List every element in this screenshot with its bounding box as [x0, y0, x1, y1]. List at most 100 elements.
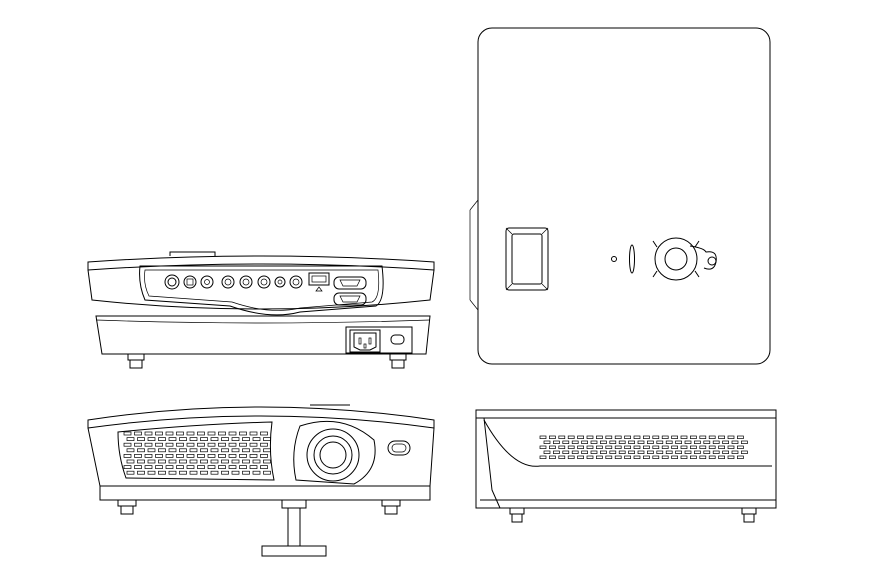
side-vent-slot	[633, 445, 641, 449]
vent-slot	[147, 459, 156, 464]
side-vent-slot	[727, 435, 735, 439]
side-vent-slot	[549, 435, 556, 439]
side-vent-slot	[558, 455, 566, 459]
side-vent-slot	[731, 450, 739, 454]
side-vent-slot	[562, 440, 570, 444]
vent-slot	[168, 459, 177, 464]
vent-slot	[126, 437, 135, 441]
side-vent-slot	[656, 450, 664, 454]
side-vent-slot	[680, 455, 688, 459]
vent-slot	[242, 437, 250, 441]
side-vent-slot	[680, 435, 688, 439]
side-vent-slot	[684, 440, 692, 444]
side-vent-slot	[633, 455, 641, 459]
vent-slot	[249, 454, 258, 458]
vent-slot	[134, 431, 142, 436]
side-vent-slot	[624, 455, 631, 459]
projector-side-view	[475, 409, 777, 523]
vent-slot	[179, 437, 187, 441]
vent-grille-outline	[117, 421, 275, 481]
vent-slot	[155, 442, 163, 447]
vent-slot	[228, 465, 237, 469]
side-vent-slot	[596, 435, 603, 439]
side-vent-slot	[708, 445, 716, 449]
vent-slot	[123, 454, 132, 458]
vent-slot	[168, 437, 177, 441]
vent-slot	[176, 454, 184, 458]
side-vent-slot	[571, 440, 579, 444]
vent-slot	[165, 454, 174, 458]
side-vent-slot	[718, 445, 725, 449]
vent-slot	[134, 454, 142, 458]
side-vent-slot	[539, 455, 547, 459]
side-vent-slot	[567, 455, 575, 459]
vent-slot	[126, 448, 135, 453]
vent-slot	[228, 442, 237, 447]
side-vent-slot	[703, 440, 711, 444]
vent-slot	[189, 459, 198, 464]
projector-rear-view	[87, 251, 435, 369]
side-vent-slot	[553, 450, 560, 454]
vent-slot	[137, 470, 145, 475]
vent-slot	[144, 454, 153, 458]
side-vent-slot	[609, 450, 617, 454]
vent-slot	[197, 465, 205, 469]
vent-slot	[134, 465, 142, 469]
side-vent-slot	[661, 435, 669, 439]
vent-slot	[134, 442, 142, 447]
side-vent-slot	[633, 435, 641, 439]
vent-slot	[263, 448, 271, 453]
vent-slot	[260, 454, 268, 458]
vent-slot	[137, 437, 145, 441]
side-vent-slot	[600, 450, 607, 454]
side-vent-slot	[731, 440, 739, 444]
side-vent-slot	[665, 440, 673, 444]
vent-slot	[126, 459, 135, 464]
vent-slot	[221, 448, 229, 453]
vent-slot	[260, 431, 268, 436]
vent-slot	[231, 448, 240, 453]
side-vent-slot	[562, 450, 570, 454]
vent-slot	[231, 459, 240, 464]
side-vent-slot	[675, 450, 682, 454]
vent-slot	[221, 470, 229, 475]
vent-slot	[147, 437, 156, 441]
vent-slot	[221, 459, 229, 464]
side-vent-slot	[727, 445, 735, 449]
side-vent-slot	[737, 435, 744, 439]
vent-slot	[239, 465, 247, 469]
side-vent-slot	[737, 445, 744, 449]
side-vent-slot	[539, 435, 547, 439]
vent-slot	[239, 442, 247, 447]
vent-slot	[147, 448, 156, 453]
side-vent-slot	[722, 440, 729, 444]
side-vent-slot	[708, 455, 716, 459]
side-vent-slot	[637, 440, 645, 444]
vent-slot	[189, 470, 198, 475]
side-vent-slot	[586, 445, 594, 449]
vent-slot	[189, 448, 198, 453]
vent-grille-slots	[123, 431, 271, 475]
side-vent-slot	[741, 450, 748, 454]
side-vent-slot	[609, 440, 617, 444]
vent-slot	[200, 437, 208, 441]
side-vent-slot	[727, 455, 735, 459]
side-vent-slot	[643, 435, 650, 439]
vent-slot	[210, 448, 219, 453]
side-vent-slot	[652, 435, 660, 439]
side-vent-slot	[596, 445, 603, 449]
side-vent-slot	[718, 455, 725, 459]
vent-slot	[123, 442, 132, 447]
side-vent-slot	[712, 450, 720, 454]
side-vent-slot	[699, 445, 707, 449]
vent-slot	[197, 442, 205, 447]
side-vent-slot	[722, 450, 729, 454]
side-vent-slot	[643, 455, 650, 459]
vent-slot	[249, 431, 258, 436]
vent-slot	[239, 431, 247, 436]
vent-slot	[263, 459, 271, 464]
vent-slot	[179, 448, 187, 453]
vent-slot	[263, 437, 271, 441]
vent-slot	[126, 470, 135, 475]
